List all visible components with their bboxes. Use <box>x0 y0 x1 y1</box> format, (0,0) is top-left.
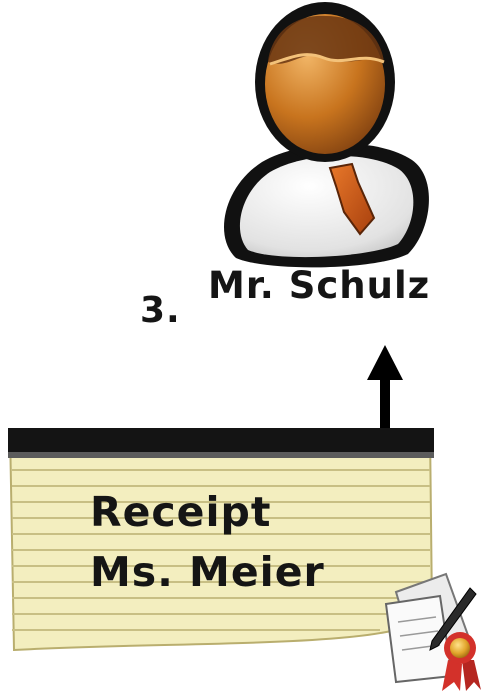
tie-icon <box>328 162 376 236</box>
notepad <box>8 428 434 652</box>
note-line-receipt: Receipt <box>90 488 272 536</box>
hair-highlight <box>269 53 385 66</box>
person-icon <box>223 2 429 268</box>
certificate-icon <box>384 572 481 691</box>
note-line-name: Ms. Meier <box>90 548 325 596</box>
person-shirt <box>239 155 414 258</box>
notepad-binding <box>8 428 434 456</box>
person-name-label: Mr. Schulz <box>208 264 431 307</box>
person-hair <box>268 15 384 64</box>
ribbon-right <box>462 660 481 691</box>
ribbon-left <box>442 660 462 691</box>
seal-icon <box>450 638 470 658</box>
arrow-up-icon <box>367 345 403 458</box>
step-number: 3. <box>140 290 181 331</box>
pen-icon <box>429 587 477 651</box>
notepad-paper <box>8 429 434 652</box>
notepad-binding-edge <box>8 452 434 458</box>
notepad-ruled-lines <box>12 469 430 631</box>
